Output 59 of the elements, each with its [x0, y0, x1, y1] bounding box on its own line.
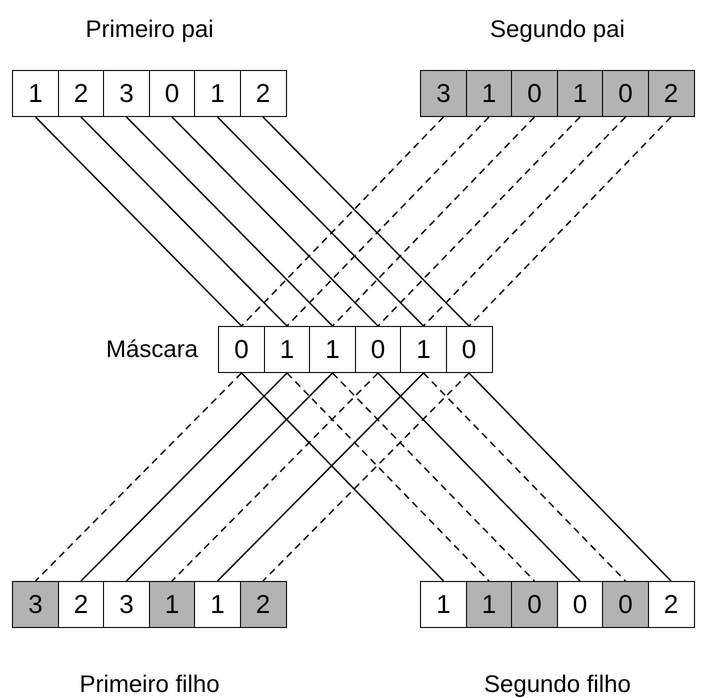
array-cell: 0	[446, 326, 492, 373]
connector-line	[34, 372, 242, 582]
connector-line	[422, 372, 626, 582]
connector-line	[126, 372, 334, 582]
array-label: Primeiro pai	[86, 16, 214, 44]
array-cell: 1	[264, 326, 310, 373]
array-cell: 0	[511, 70, 558, 117]
array-cell: 3	[103, 70, 150, 117]
array-cell: 2	[58, 581, 104, 628]
array-cell: 2	[648, 581, 694, 628]
connector-line	[80, 372, 288, 582]
array-cell: 1	[420, 581, 467, 628]
connector-line	[126, 116, 334, 327]
array-cell: 2	[648, 70, 694, 117]
array-cell: 3	[12, 581, 59, 628]
connector-line	[171, 116, 379, 327]
connector-line	[80, 116, 288, 327]
array-cell: 1	[309, 326, 356, 373]
array-cell: 1	[12, 70, 59, 117]
connector-line	[377, 116, 581, 327]
array-cell: 0	[354, 326, 402, 373]
connector-line	[240, 116, 444, 327]
array-cell: 1	[194, 581, 241, 628]
connector-line	[240, 372, 444, 582]
array-cell: 1	[466, 581, 512, 628]
array-cell: 0	[602, 70, 649, 117]
array-label: Máscara	[106, 336, 198, 364]
array-cell: 0	[218, 326, 265, 373]
array-cell: 3	[103, 581, 150, 628]
array-cell: 0	[556, 581, 604, 628]
array-cell: 2	[240, 70, 286, 117]
connector-line	[332, 372, 536, 582]
connector-line	[216, 116, 424, 327]
connector-line	[262, 116, 470, 327]
array-cell: 2	[240, 581, 286, 628]
connector-line	[332, 116, 536, 327]
connector-line	[468, 372, 672, 582]
array-cell: 1	[194, 70, 241, 117]
array-cell: 2	[58, 70, 104, 117]
array-cell: 0	[602, 581, 649, 628]
array-cell: 3	[420, 70, 467, 117]
connector-line	[34, 116, 242, 327]
array-label: Primeiro filho	[80, 671, 220, 698]
array-label: Segundo pai	[490, 16, 625, 44]
array-cell: 1	[466, 70, 512, 117]
connector-line	[422, 116, 626, 327]
array-cell: 1	[400, 326, 447, 373]
connector-line	[468, 116, 672, 327]
connector-line	[377, 372, 581, 582]
connector-line	[216, 372, 424, 582]
connector-line	[262, 372, 470, 582]
array-cell: 1	[556, 70, 604, 117]
array-cell: 0	[148, 70, 196, 117]
connector-line	[286, 372, 490, 582]
array-cell: 0	[511, 581, 558, 628]
array-cell: 1	[148, 581, 196, 628]
connector-line	[286, 116, 490, 327]
array-label: Segundo filho	[484, 671, 631, 698]
connector-line	[171, 372, 379, 582]
